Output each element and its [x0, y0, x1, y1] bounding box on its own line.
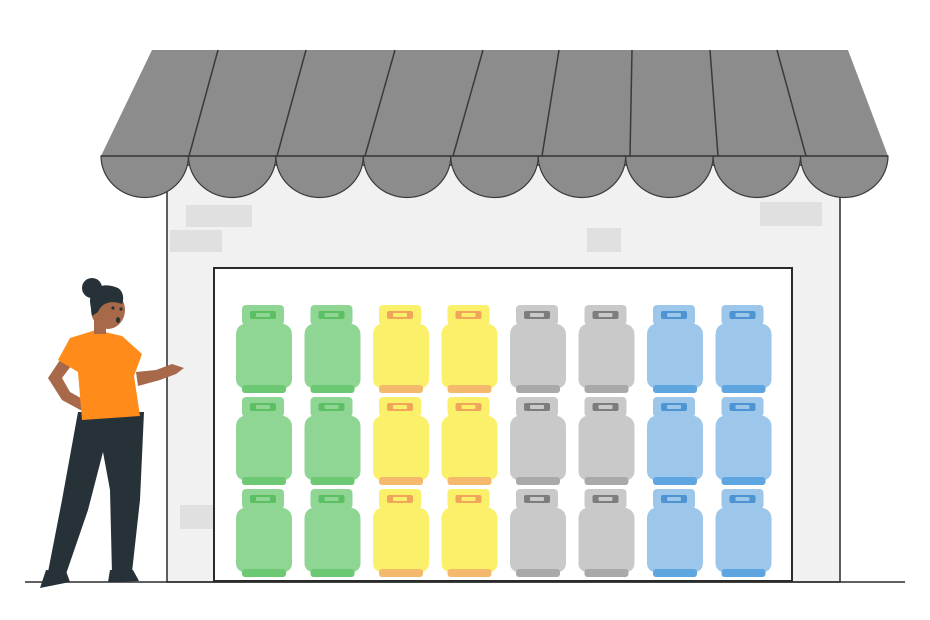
awning-roof: [101, 50, 888, 156]
awning-scallop: [799, 155, 889, 198]
person-hair-bun: [82, 278, 102, 298]
gas-cylinder-gray: [510, 305, 566, 393]
gas-cylinders: [236, 305, 772, 577]
awning: [100, 49, 889, 199]
gas-cylinder-gray: [510, 397, 566, 485]
wall-bricks: [170, 202, 822, 529]
awning-scallop: [100, 155, 190, 198]
gas-cylinder-gray: [578, 489, 635, 577]
gas-cylinder-gray: [510, 489, 566, 577]
gas-cylinder-blue: [647, 305, 703, 393]
display-window: [213, 267, 793, 582]
person-pants: [48, 412, 144, 574]
gas-cylinder-blue: [715, 489, 772, 577]
person-shoe-left: [40, 570, 70, 588]
gas-cylinder-green: [304, 397, 361, 485]
gas-cylinder-green: [304, 305, 361, 393]
awning-scallop: [187, 155, 277, 199]
gas-cylinder-yellow: [441, 397, 498, 485]
awning-scallop: [275, 155, 364, 198]
gas-cylinder-green: [236, 397, 292, 485]
gas-cylinder-gray: [578, 397, 635, 485]
gas-cylinder-yellow: [373, 305, 429, 393]
gas-cylinder-yellow: [441, 305, 498, 393]
person-shirt: [58, 330, 142, 420]
person-arm-pointing: [136, 364, 184, 386]
awning-scallop: [625, 155, 714, 198]
gas-cylinder-yellow: [373, 397, 429, 485]
gas-cylinder-blue: [715, 305, 772, 393]
person-shoe-right: [108, 570, 139, 582]
shopkeeper-person: [40, 278, 184, 588]
awning-stripes: [188, 49, 807, 157]
gas-cylinder-blue: [715, 397, 772, 485]
awning-scallops: [100, 155, 889, 199]
awning-scallop: [362, 155, 452, 199]
gas-cylinder-yellow: [373, 489, 429, 577]
gas-cylinder-green: [236, 305, 292, 393]
awning-scallop: [537, 155, 627, 199]
gas-cylinder-green: [304, 489, 361, 577]
gas-cylinder-blue: [647, 489, 703, 577]
person-arm-hip: [48, 354, 88, 412]
gas-cylinder-yellow: [441, 489, 498, 577]
awning-scallop: [450, 155, 539, 198]
awning-scallop: [712, 155, 802, 199]
gas-cylinder-green: [236, 489, 292, 577]
gas-cylinder-blue: [647, 397, 703, 485]
gas-cylinder-gray: [578, 305, 635, 393]
